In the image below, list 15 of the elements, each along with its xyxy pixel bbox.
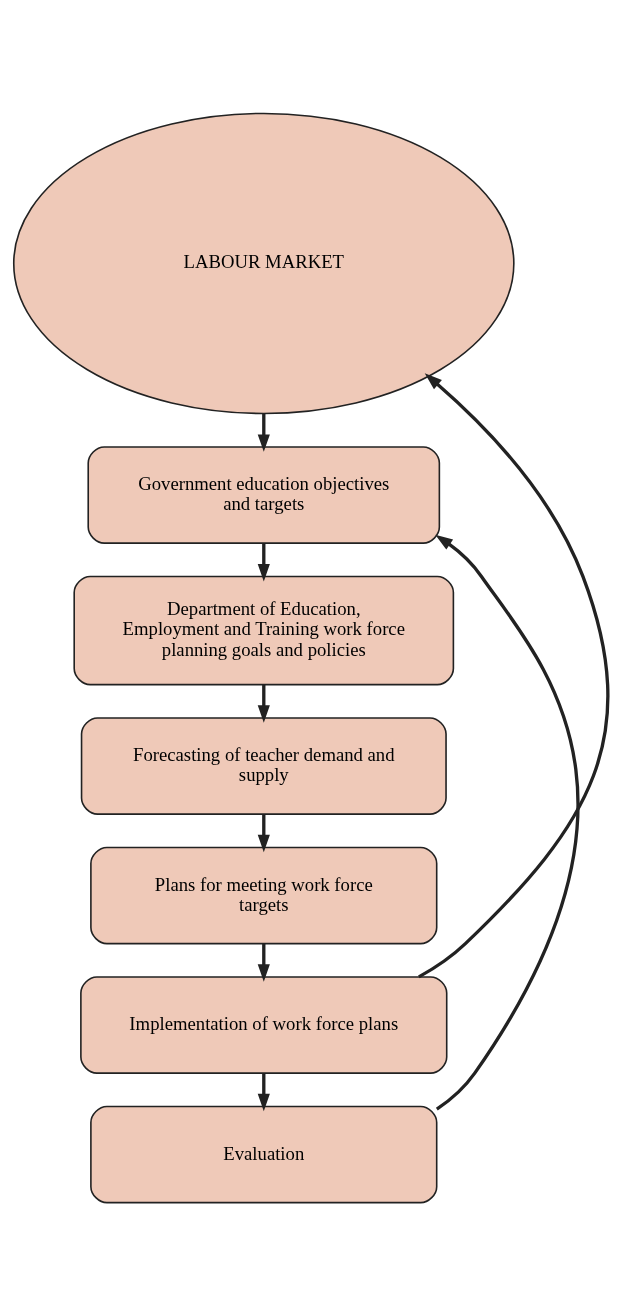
arrow [257,943,270,982]
node-box: Implementation of work force plans [80,976,448,1074]
node-box: Forecasting of teacher demand and supply [80,717,447,815]
arrow [257,814,270,853]
arrow [418,373,610,979]
arrow [257,543,270,582]
arrow [435,534,580,1111]
node-box: Plans for meeting work force targets [90,846,438,945]
arrow [257,1073,270,1112]
node-box: Evaluation [90,1105,438,1204]
node-ellipse: LABOUR MARKET [12,112,515,415]
arrow [257,413,270,452]
arrow [257,684,270,723]
node-box: Government education objectives and targets [87,446,441,544]
node-box: Department of Education, Employment and Training work force planning goals and policies [73,575,455,686]
